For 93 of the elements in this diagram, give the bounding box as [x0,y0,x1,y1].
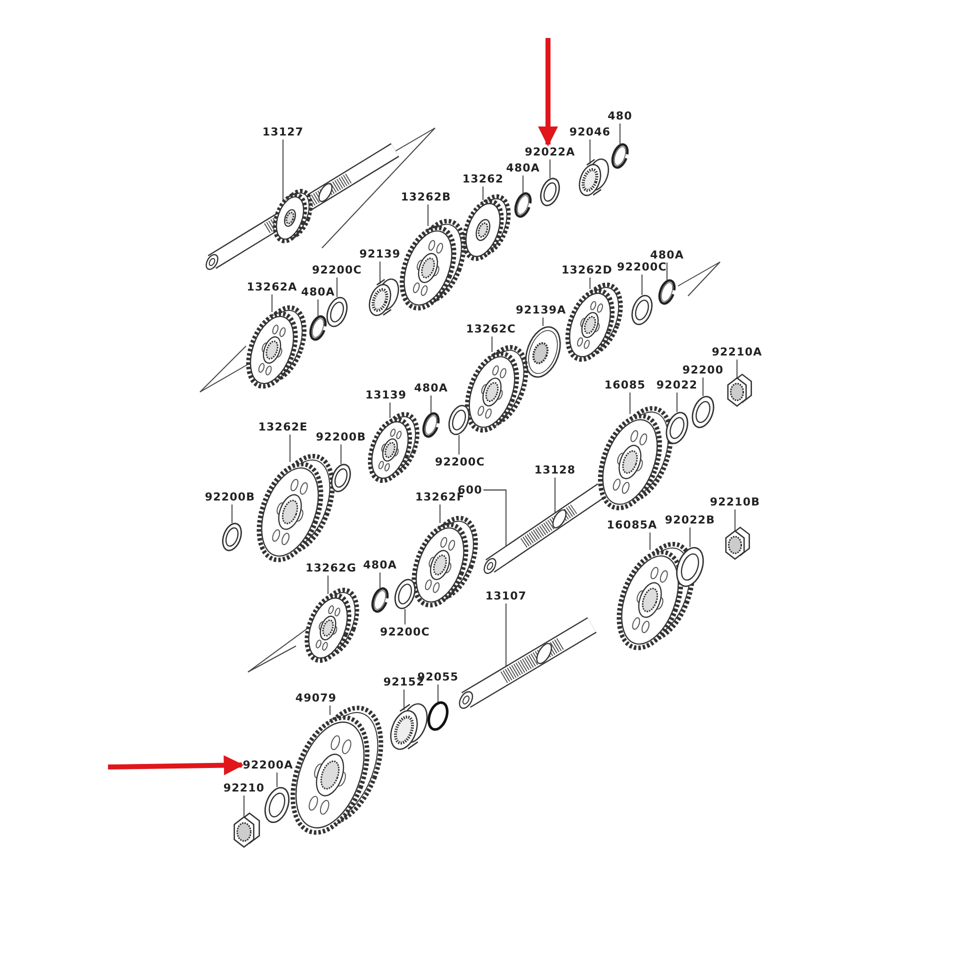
leader-line [676,392,678,412]
part-number: 92200B [204,490,256,504]
gear-drawing [465,345,528,432]
leader-line [430,395,432,414]
gear-drawing [304,588,360,663]
part-number: 92139A [516,304,566,316]
gear-drawing [400,218,466,310]
part-number: 13262E [258,420,308,434]
bearing-drawing [368,278,400,316]
leader-line [702,377,704,396]
gear-drawing [462,194,511,261]
part-number: 92200C [380,626,430,638]
part-number: 480A [650,248,684,262]
bearing-drawing [525,326,561,378]
circlip-drawing [371,587,389,613]
circlip-drawing [514,192,532,218]
circlip-drawing [658,279,676,305]
arrow [108,755,244,776]
washer-drawing [666,412,688,444]
gear-drawing [256,454,335,562]
gear-drawing [565,282,623,362]
part-number: 16085 [604,378,646,392]
o-ring-drawing [427,701,449,731]
part-number: 92022 [656,378,698,392]
leader-line [542,317,544,326]
part-number: 480A [363,558,397,572]
circlip-drawing [422,412,440,438]
leader-line [482,186,484,200]
shaft-drawing [458,617,597,709]
washer-drawing [264,787,290,823]
part-number: 92200C [435,456,485,468]
leader-line [340,444,342,464]
part-number: 92022A [524,146,576,158]
part-number: 49079 [295,692,337,704]
circlip-drawing [611,143,629,169]
part-number: 92046 [569,126,611,138]
part-number: 13127 [262,126,304,138]
washer-drawing [222,522,242,552]
washer-drawing [326,296,348,328]
part-number: 13107 [485,590,527,602]
part-number: 13128 [534,464,576,476]
leader-line [336,277,338,298]
part-number: 480A [301,286,335,298]
nut-drawing [725,526,750,560]
leader-line [404,608,406,625]
part-number: 92139 [359,248,401,260]
leader-line [458,434,460,455]
part-number: 13262C [466,322,516,336]
part-number: 92200A [242,758,294,772]
part-number: 13262A [246,280,298,294]
bearing-drawing [390,703,428,750]
circlip-drawing [309,315,327,341]
washer-drawing [692,396,714,428]
leader-line [282,139,284,200]
nut-drawing [727,374,752,407]
part-number: 92022B [664,514,716,526]
gear-drawing [246,305,306,389]
leader-line [666,262,668,280]
part-number: 92210B [710,496,760,508]
part-number: 13262G [306,562,356,574]
part-number: 480A [414,382,448,394]
part-number: 480A [506,162,540,174]
leader-line [482,490,506,548]
arrow [538,38,558,146]
washer-drawing [331,464,351,492]
part-number: 92210 [223,782,265,794]
washer-drawing [540,178,560,206]
part-number: 92200C [617,260,667,274]
part-number: 92200B [316,430,366,444]
gear-drawing [290,706,384,835]
part-number: 92200 [682,364,724,376]
washer-drawing [631,294,653,326]
bearing-drawing [578,158,610,196]
leader-line [554,477,556,514]
gear-drawing [412,516,478,608]
leader-line [734,509,736,532]
washer-drawing [394,578,416,610]
part-number: 480 [608,110,632,122]
part-number: 13262 [462,172,504,186]
part-number: 13262B [400,190,452,204]
gear-drawing [598,406,673,510]
leader-line [736,359,738,378]
nut-drawing [234,812,260,848]
washer-drawing [676,547,704,587]
part-number: 13262D [562,264,612,276]
leader-line [276,772,278,788]
gear-drawing [368,412,420,483]
part-number: 13139 [365,388,407,402]
part-number: 92210A [712,346,762,358]
leader-line [522,175,524,194]
washer-drawing [448,404,470,436]
part-number: 16085A [606,518,658,532]
part-number: 92200C [312,264,362,276]
